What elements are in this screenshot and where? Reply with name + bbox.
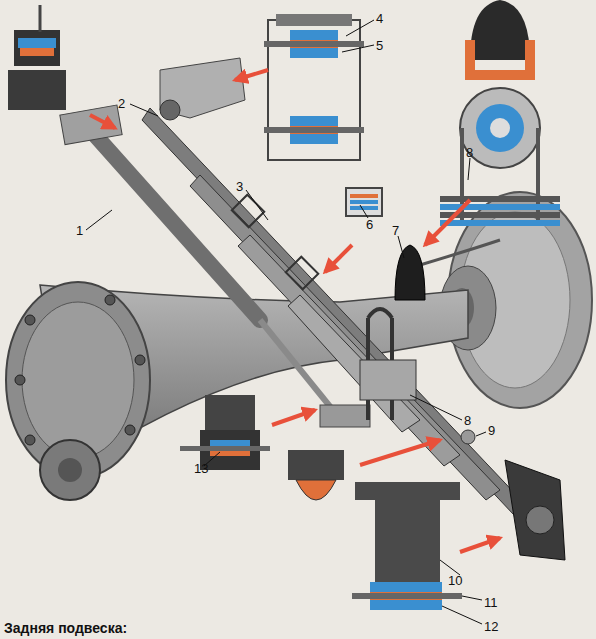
callout-number: 6 <box>366 218 373 231</box>
callout-number: 5 <box>376 39 383 52</box>
bolt <box>105 295 115 305</box>
callout-number: 4 <box>376 12 383 25</box>
rear-shackle <box>505 460 565 560</box>
ball-stop <box>461 430 475 444</box>
inset-rear-shackle <box>352 482 462 610</box>
callout-number: 7 <box>392 224 399 237</box>
inset-bumper <box>440 0 560 226</box>
leaf <box>440 204 560 210</box>
inset-stop <box>288 450 344 500</box>
bolt <box>15 375 25 385</box>
bolt <box>25 435 35 445</box>
callout-number: 3 <box>236 180 243 193</box>
callout-number: 12 <box>484 620 498 633</box>
callout-number: 2 <box>118 97 125 110</box>
inset-shackle <box>264 14 364 160</box>
bolt <box>125 425 135 435</box>
callout-number: 8 <box>464 414 471 427</box>
u-bolts <box>360 309 416 420</box>
caption: Задняя подвеска: <box>4 620 127 636</box>
leaf <box>440 220 560 226</box>
callout-number: 11 <box>484 596 498 609</box>
housing-bolts <box>15 295 145 445</box>
bolt <box>25 315 35 325</box>
leader-lines <box>86 20 486 624</box>
callout-number: 8 <box>466 146 473 159</box>
callout-number: 1 <box>76 224 83 237</box>
leaf <box>440 196 560 202</box>
axle-housing <box>6 282 468 500</box>
rebound-bumper <box>395 245 425 300</box>
callout-number: 10 <box>448 574 462 587</box>
red-arrows <box>90 70 500 552</box>
callout-number: 13 <box>194 462 208 475</box>
front-hanger <box>160 58 245 120</box>
callout-number: 9 <box>488 424 495 437</box>
inset-shock-bush <box>180 395 270 470</box>
leaf-spring <box>142 108 540 532</box>
bolt <box>135 355 145 365</box>
inset-front-mount <box>8 5 66 110</box>
shock-absorber <box>60 105 370 427</box>
